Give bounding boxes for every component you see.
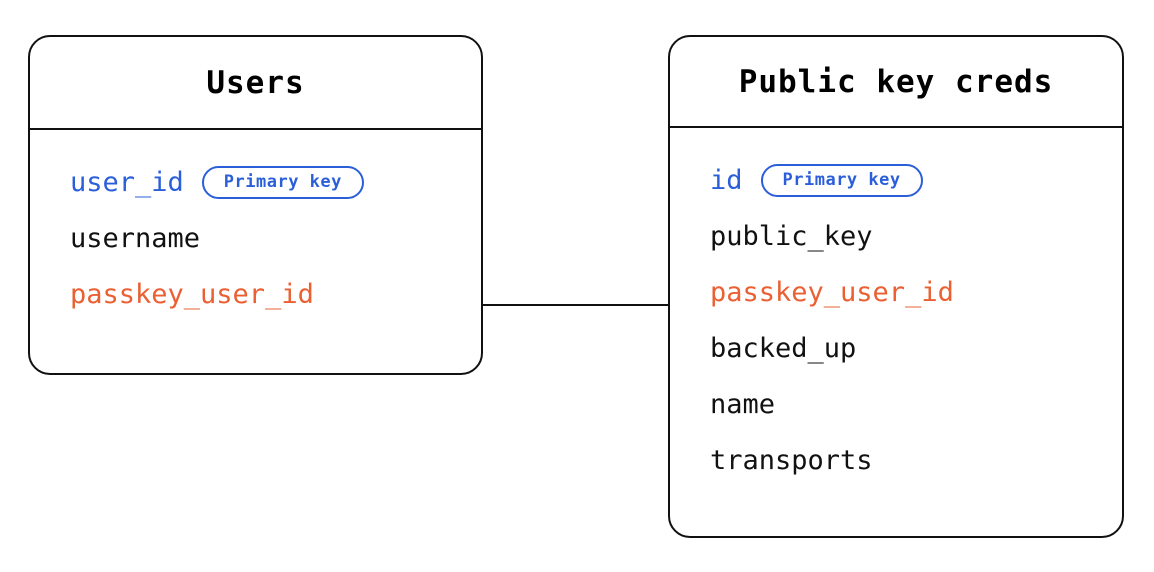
field-row-user-id[interactable]: user_id Primary key [70, 154, 481, 210]
field-name-user-id: user_id [70, 166, 184, 198]
field-row-transports[interactable]: transports [710, 432, 1122, 488]
entity-header-users: Users [30, 37, 481, 130]
field-name-username: username [70, 222, 201, 254]
entity-title-public-key-creds: Public key creds [738, 63, 1054, 100]
relationship-connector-users-to-public-key-creds[interactable] [481, 304, 670, 306]
field-row-users-passkey-user-id[interactable]: passkey_user_id [70, 266, 481, 322]
field-row-public-key[interactable]: public_key [710, 208, 1122, 264]
field-name-public-key: public_key [710, 220, 873, 252]
field-name-backed-up: backed_up [710, 332, 857, 364]
field-row-creds-passkey-user-id[interactable]: passkey_user_id [710, 264, 1122, 320]
primary-key-badge-public-key-creds: Primary key [760, 163, 923, 197]
field-name-name: name [710, 388, 776, 420]
field-name-users-passkey-user-id: passkey_user_id [70, 278, 314, 310]
entity-field-list-public-key-creds: id Primary key public_key passkey_user_i… [670, 128, 1122, 538]
entity-header-public-key-creds: Public key creds [670, 37, 1122, 128]
entity-title-users: Users [206, 64, 305, 101]
entity-field-list-users: user_id Primary key username passkey_use… [30, 130, 481, 375]
field-name-id: id [710, 164, 743, 196]
primary-key-badge-users: Primary key [201, 165, 364, 199]
field-name-creds-passkey-user-id: passkey_user_id [710, 276, 954, 308]
field-row-name[interactable]: name [710, 376, 1122, 432]
field-row-backed-up[interactable]: backed_up [710, 320, 1122, 376]
field-row-username[interactable]: username [70, 210, 481, 266]
entity-box-users[interactable]: Users user_id Primary key username passk… [28, 35, 483, 375]
field-name-transports: transports [710, 444, 873, 476]
entity-box-public-key-creds[interactable]: Public key creds id Primary key public_k… [668, 35, 1124, 538]
field-row-id[interactable]: id Primary key [710, 152, 1122, 208]
